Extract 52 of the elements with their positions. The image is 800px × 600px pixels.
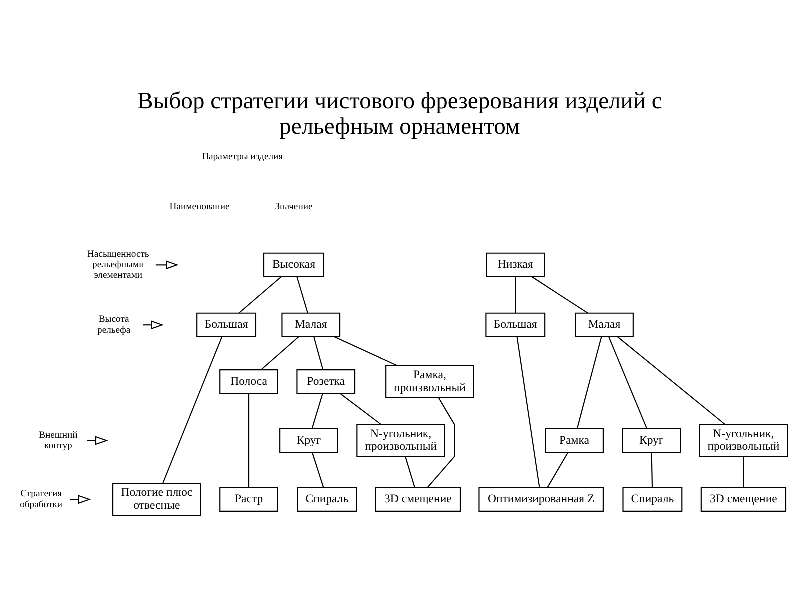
connector <box>576 336 602 428</box>
node-box: 3D смещение <box>375 486 462 512</box>
connector <box>532 276 588 314</box>
connector <box>334 336 398 366</box>
node-box: Круг <box>622 428 682 453</box>
node-text: Высота рельефа <box>98 314 131 336</box>
connector <box>238 276 282 314</box>
connector <box>312 452 324 488</box>
node-box: Оптимизированная Z <box>478 486 604 512</box>
node-box: Растр <box>220 486 278 512</box>
diagram-title: Выбор стратегии чистового фрезерования изделий с рельефным орнаментом <box>138 88 662 140</box>
node-box: Спираль <box>297 486 358 512</box>
connector <box>743 456 744 488</box>
node-box: N-угольник, произвольный <box>699 424 788 457</box>
connector <box>547 452 569 488</box>
connector <box>516 336 540 488</box>
node-box: Пологие плюс отвесные <box>112 482 202 516</box>
label: Параметры изделия <box>202 150 284 162</box>
node-box: Большая <box>196 312 257 337</box>
node-text: Внешний контур <box>39 429 78 451</box>
label: Значение <box>275 201 313 212</box>
connector <box>162 336 223 484</box>
node-box: Высокая <box>263 252 325 277</box>
node-box: Рамка <box>545 428 604 453</box>
node-box: Низкая <box>486 252 546 277</box>
node-box: Малая <box>282 312 341 337</box>
connector <box>405 456 416 488</box>
connector <box>515 276 516 313</box>
connector <box>427 397 456 488</box>
node-box: 3D смещение <box>700 486 787 512</box>
node-box: Розетка <box>296 369 356 394</box>
node-box: Спираль <box>622 486 683 512</box>
node-box: Малая <box>575 312 634 337</box>
connector <box>608 336 648 428</box>
node-box: Круг <box>280 428 338 453</box>
connector <box>651 452 654 488</box>
arrow <box>156 260 179 270</box>
node-box: Полоса <box>220 369 278 394</box>
connector <box>248 394 250 488</box>
connector <box>340 392 382 424</box>
connector <box>312 393 324 428</box>
node-box: Рамка, произвольный <box>386 364 474 398</box>
node-text: Насыщенность рельефными элементами <box>87 248 150 281</box>
node-box: Большая <box>486 312 546 337</box>
node-text: Стратегия обработки <box>20 488 63 510</box>
label: Наименование <box>170 201 230 212</box>
connector <box>314 336 324 370</box>
arrow <box>87 436 108 445</box>
connector <box>618 336 726 424</box>
node-box: N-угольник, произвольный <box>356 424 446 457</box>
connector <box>296 276 308 313</box>
connector <box>260 336 300 370</box>
